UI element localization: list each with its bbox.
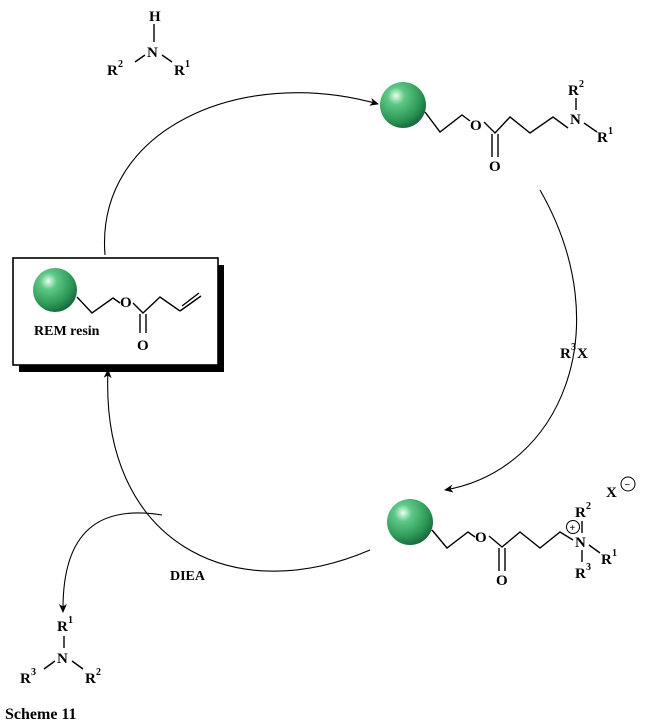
int2-r2: R xyxy=(575,505,586,521)
reagent-r3: R xyxy=(560,346,571,362)
product-r1-sup: 1 xyxy=(68,615,73,626)
amine-r1: R xyxy=(174,63,185,79)
int1-r1: R xyxy=(597,130,608,146)
int2-anion: X xyxy=(606,485,617,501)
base-reagent: DIEA xyxy=(170,569,206,584)
box-frame xyxy=(12,257,219,366)
rem-resin-box: O O REM resin xyxy=(12,257,224,372)
reagent-r3-sup: 3 xyxy=(571,342,576,353)
rem-resin-label: REM resin xyxy=(34,324,100,339)
arc-addition xyxy=(104,92,379,256)
int1-n: N xyxy=(570,112,581,128)
product-r2-sup: 2 xyxy=(96,667,101,678)
intermediate-tertiary-amine: O O N R 2 R 1 xyxy=(380,79,613,175)
product-r3: R xyxy=(20,671,31,687)
tertiary-amine-product: R 1 N R 3 R 2 xyxy=(20,615,101,687)
product-r2: R xyxy=(85,671,96,687)
amine-r1-sup: 1 xyxy=(185,59,190,70)
resin-bead-icon xyxy=(33,268,77,312)
int2-r3-sup: 3 xyxy=(586,562,591,573)
amine-r2: R xyxy=(107,63,118,79)
int2-r1-sup: 1 xyxy=(612,548,617,559)
intermediate-quaternary-ammonium: O O + N R 2 R 1 R 3 X − xyxy=(387,476,636,589)
amine-h: H xyxy=(149,9,161,25)
int2-anion-charge: − xyxy=(625,480,631,491)
int1-r2: R xyxy=(568,83,579,99)
int2-o-carbonyl: O xyxy=(496,573,508,589)
amine-reagent: H N R 2 R 1 xyxy=(107,9,190,79)
int2-n: N xyxy=(575,535,586,551)
negative-charge-icon xyxy=(620,476,636,492)
arc-product-release xyxy=(58,512,163,613)
int2-charge: + xyxy=(570,523,576,534)
resin-o-carbonyl: O xyxy=(137,338,149,354)
int1-o-ester: O xyxy=(470,118,482,134)
product-r1: R xyxy=(57,619,68,635)
alkylating-reagent: R 3 X xyxy=(560,342,588,362)
int1-o-carbonyl: O xyxy=(489,159,501,175)
arc-elimination xyxy=(103,369,371,572)
int2-o-ester: O xyxy=(475,530,487,546)
reagent-x: X xyxy=(577,346,588,362)
amine-r2-sup: 2 xyxy=(118,59,123,70)
amine-n: N xyxy=(147,45,158,61)
int2-r2-sup: 2 xyxy=(586,501,591,512)
resin-o-ester: O xyxy=(120,295,132,311)
scheme-caption: Scheme 11 xyxy=(5,706,77,723)
resin-bead-icon xyxy=(380,82,426,128)
product-n: N xyxy=(57,651,68,667)
int2-r3: R xyxy=(575,566,586,582)
arc-alkylation xyxy=(444,189,578,493)
product-r3-sup: 3 xyxy=(31,667,36,678)
int1-r2-sup: 2 xyxy=(579,79,584,90)
int2-r1: R xyxy=(601,552,612,568)
positive-charge-icon xyxy=(566,520,580,534)
resin-bead-icon xyxy=(387,499,433,545)
int1-r1-sup: 1 xyxy=(608,126,613,137)
